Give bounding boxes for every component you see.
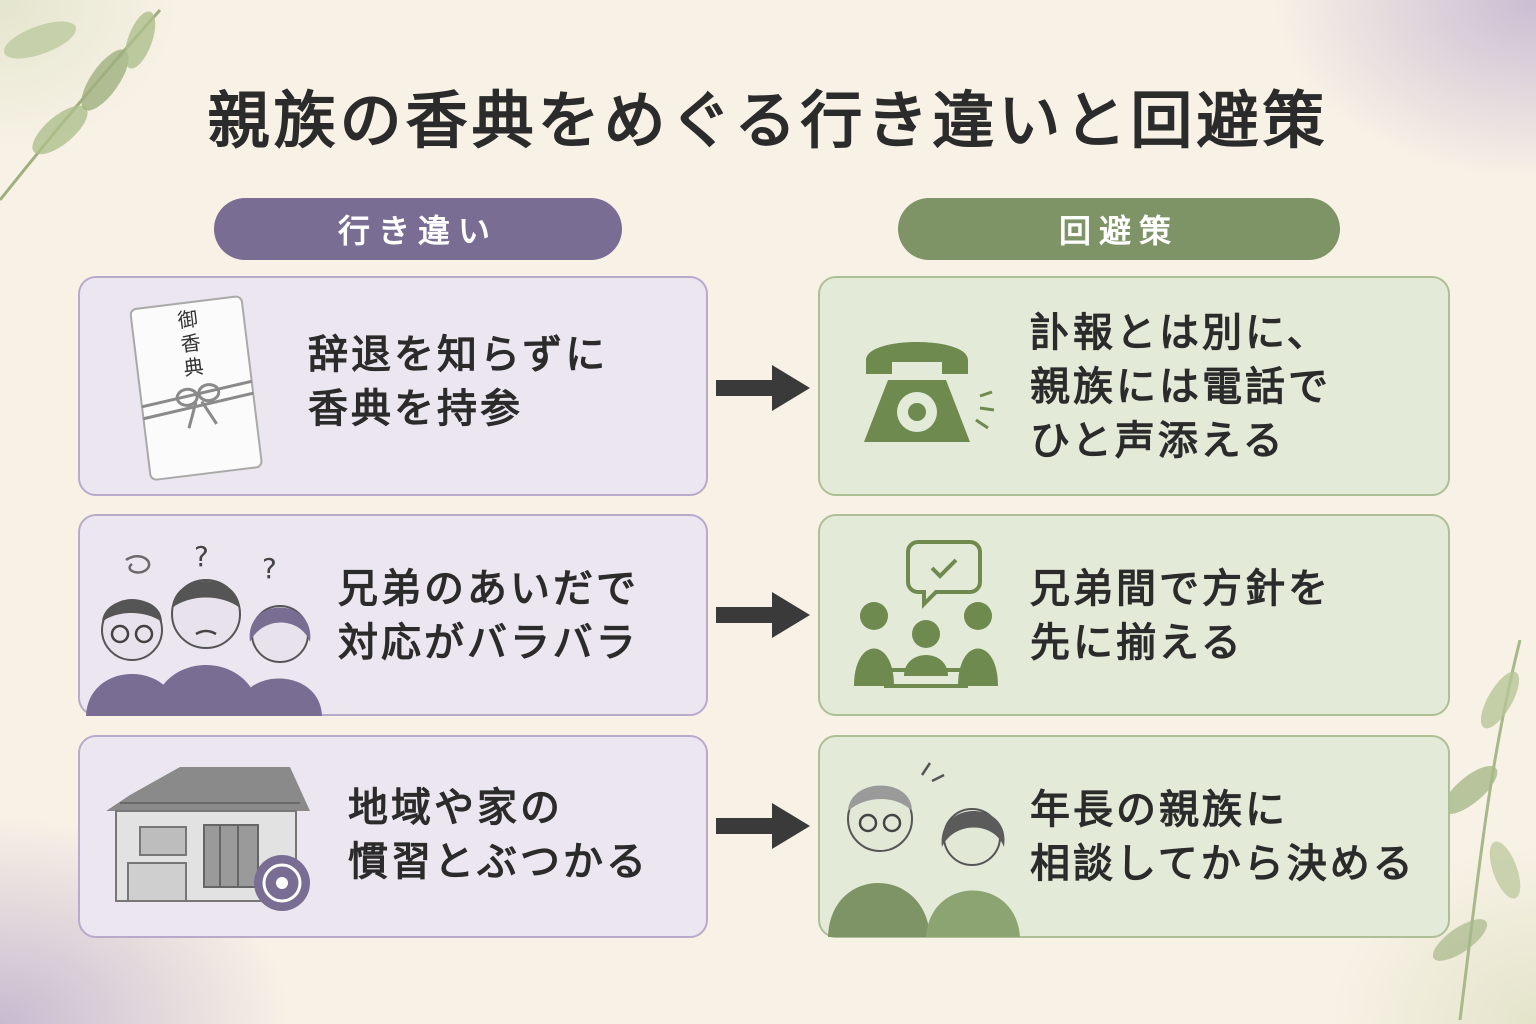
arrow-right-icon — [716, 803, 810, 849]
problem-3-line-1: 地域や家の — [348, 785, 563, 831]
solution-text-3: 年長の親族に 相談してから決める — [1030, 783, 1416, 891]
meeting-icon — [854, 540, 998, 688]
solution-1-line-1: 訃報とは別に、 — [1030, 310, 1330, 356]
house-crest-icon — [106, 767, 310, 911]
problem-3-line-2: 慣習とぶつかる — [348, 839, 649, 885]
telephone-icon — [864, 342, 995, 442]
leaf-decoration-bottom-right — [1432, 640, 1522, 1020]
problem-text-3: 地域や家の 慣習とぶつかる — [348, 781, 649, 889]
solution-text-1: 訃報とは別に、 親族には電話で ひと声添える — [1030, 306, 1331, 468]
question-mark-1: ? — [194, 540, 209, 573]
solution-card-3: 年長の親族に 相談してから決める — [818, 735, 1450, 938]
envelope-char-2: 香 — [179, 330, 202, 356]
envelope-icon: 御 香 典 — [129, 295, 263, 481]
problem-card-2: ? ? 兄弟のあいだで 対応がバラバラ — [78, 514, 708, 716]
confused-siblings-icon: ? ? — [86, 540, 322, 716]
solutions-header: 回避策 — [898, 198, 1340, 260]
problem-card-3: 地域や家の 慣習とぶつかる — [78, 735, 708, 938]
question-mark-2: ? — [262, 552, 277, 585]
problems-header: 行き違い — [214, 198, 622, 260]
solution-card-2: 兄弟間で方針を 先に揃える — [818, 514, 1450, 716]
elder-consultation-icon — [828, 762, 1020, 937]
arrow-right-icon — [716, 592, 810, 638]
solution-3-line-2: 相談してから決める — [1030, 841, 1416, 887]
solution-3-line-1: 年長の親族に — [1030, 787, 1288, 833]
problem-text-1: 辞退を知らずに 香典を持参 — [308, 328, 608, 436]
solution-1-line-3: ひと声添える — [1030, 418, 1286, 464]
problem-1-line-2: 香典を持参 — [308, 386, 523, 432]
problem-1-line-1: 辞退を知らずに — [308, 332, 609, 378]
envelope-char-1: 御 — [176, 306, 199, 332]
envelope-char-3: 典 — [182, 354, 205, 380]
page-title: 親族の香典をめぐる行き違いと回避策 — [207, 84, 1329, 157]
solution-1-line-2: 親族には電話で — [1030, 364, 1331, 410]
solution-text-2: 兄弟間で方針を 先に揃える — [1030, 562, 1331, 670]
arrow-right-icon — [716, 365, 810, 411]
problem-2-line-2: 対応がバラバラ — [338, 620, 639, 666]
problem-text-2: 兄弟のあいだで 対応がバラバラ — [338, 562, 639, 670]
problem-card-1: 御 香 典 辞退を知らずに 香典を持参 — [78, 276, 708, 496]
solution-card-1: 訃報とは別に、 親族には電話で ひと声添える — [818, 276, 1450, 496]
problem-2-line-1: 兄弟のあいだで — [338, 566, 639, 612]
leaf-decoration-top-left — [0, 9, 162, 201]
solution-2-line-2: 先に揃える — [1030, 620, 1244, 666]
solution-2-line-1: 兄弟間で方針を — [1030, 566, 1331, 612]
